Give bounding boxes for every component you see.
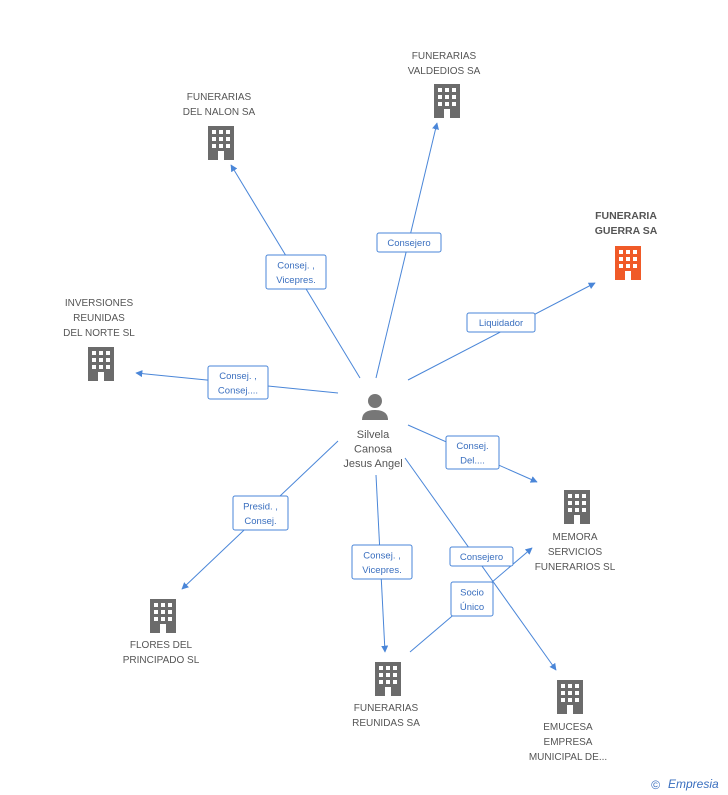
building-icon [150, 599, 176, 633]
relation-label-text: Consej. [244, 516, 276, 527]
relation-label-box [265, 254, 327, 290]
relation-label-guerra[interactable]: Liquidador [466, 312, 536, 333]
relation-label-text: Único [460, 602, 484, 613]
relation-label-text: Vicepres. [362, 565, 401, 576]
relation-label-emucesa[interactable]: Consejero [449, 546, 514, 567]
building-icon [434, 84, 460, 118]
company-name-line: MEMORA [553, 532, 598, 543]
person-icon [362, 394, 388, 420]
company-name-line: REUNIDAS [73, 313, 125, 324]
relation-label-box [376, 232, 442, 253]
relation-label-nalon[interactable]: Consej. , Vicepres. [265, 254, 327, 290]
relation-label-reunidas[interactable]: Consej. , Vicepres. [351, 544, 413, 580]
relation-label-box [449, 546, 514, 567]
person-name-line: Canosa [354, 444, 393, 456]
relation-label-text: Del.... [460, 455, 485, 466]
person-name-line: Jesus Angel [343, 458, 402, 470]
company-node-memora[interactable]: MEMORA SERVICIOS FUNERARIOS SL [535, 490, 616, 573]
person-name-line: Silvela [357, 429, 390, 441]
relation-label-box [445, 435, 500, 470]
relation-label-box [207, 365, 269, 400]
company-name-line: FUNERARIAS [354, 703, 419, 714]
company-name-line: INVERSIONES [65, 298, 134, 309]
relation-label-valdedios[interactable]: Consejero [376, 232, 442, 253]
relation-label-text: Socio [460, 587, 484, 598]
copyright-icon: © [651, 778, 660, 792]
relation-label-box [232, 495, 289, 531]
building-icon [375, 662, 401, 696]
company-name-line: PRINCIPADO SL [123, 655, 200, 666]
brand-logo: Empresia [668, 777, 719, 791]
company-name-line: MUNICIPAL DE... [529, 752, 607, 763]
company-name-line: EMUCESA [543, 722, 593, 733]
company-name-line: EMPRESA [544, 737, 593, 748]
company-name-line: FUNERARIOS SL [535, 562, 616, 573]
company-node-nalon[interactable]: FUNERARIAS DEL NALON SA [183, 92, 256, 160]
relation-label-box [450, 581, 494, 617]
relation-label-text: Consej. , [277, 260, 315, 271]
building-icon [615, 246, 641, 280]
company-node-inversiones[interactable]: INVERSIONES REUNIDAS DEL NORTE SL [63, 298, 135, 381]
relation-label-flores[interactable]: Presid. , Consej. [232, 495, 289, 531]
relation-label-box [351, 544, 413, 580]
building-icon [88, 347, 114, 381]
relation-label-text: Consejero [387, 238, 430, 249]
company-node-guerra[interactable]: FUNERARIA GUERRA SA [595, 210, 658, 280]
company-name-line: VALDEDIOS SA [408, 66, 481, 77]
empresia-watermark: © Empresia [651, 777, 719, 792]
relation-label-text: Liquidador [479, 318, 523, 329]
relation-label-text: Consej.... [218, 385, 258, 396]
company-node-flores[interactable]: FLORES DEL PRINCIPADO SL [123, 599, 200, 666]
company-node-reunidas[interactable]: FUNERARIAS REUNIDAS SA [352, 662, 420, 729]
relation-label-text: Consej. , [363, 550, 401, 561]
relation-label-memora[interactable]: Consej. Del.... [445, 435, 500, 470]
company-name-line: DEL NALON SA [183, 107, 256, 118]
company-name-line: FUNERARIAS [187, 92, 252, 103]
company-node-emucesa[interactable]: EMUCESA EMPRESA MUNICIPAL DE... [529, 680, 607, 763]
building-icon [564, 490, 590, 524]
company-name-line: REUNIDAS SA [352, 718, 420, 729]
company-name-line: GUERRA SA [595, 225, 658, 237]
relation-label-text: Vicepres. [276, 275, 315, 286]
relation-label-box [466, 312, 536, 333]
relation-label-inversiones[interactable]: Consej. , Consej.... [207, 365, 269, 400]
relation-label-text: Presid. , [243, 501, 278, 512]
relation-label-text: Consej. , [219, 371, 257, 382]
building-icon [208, 126, 234, 160]
relation-label-text: Consej. [456, 441, 488, 452]
company-name-line: SERVICIOS [548, 547, 603, 558]
company-name-line: FUNERARIAS [412, 51, 477, 62]
company-name-line: DEL NORTE SL [63, 328, 135, 339]
company-name-line: FUNERARIA [595, 210, 657, 222]
relation-label-text: Consejero [460, 552, 503, 563]
building-icon [557, 680, 583, 714]
company-node-valdedios[interactable]: FUNERARIAS VALDEDIOS SA [408, 51, 481, 118]
company-name-line: FLORES DEL [130, 640, 193, 651]
